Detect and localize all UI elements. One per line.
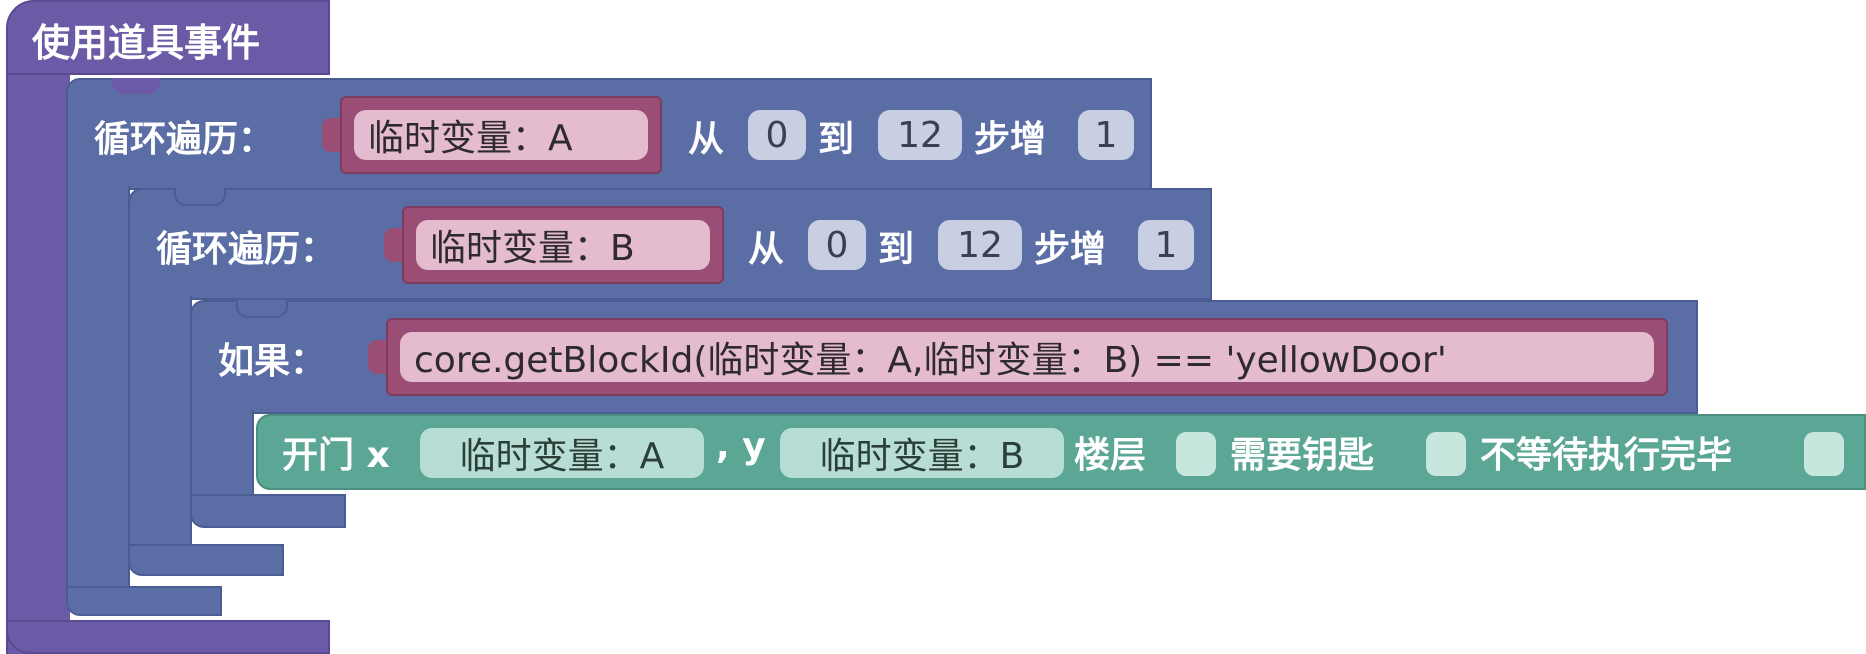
loop-b-from-label: 从: [748, 229, 785, 270]
open-door-y-field[interactable]: 临时变量：B: [780, 428, 1064, 478]
loop-b-arm[interactable]: [128, 296, 192, 544]
loop-a-footer[interactable]: [66, 586, 222, 616]
loop-a-variable-block[interactable]: 临时变量：A: [340, 96, 662, 174]
if-condition-field[interactable]: core.getBlockId(临时变量：A,临时变量：B) == 'yello…: [400, 332, 1654, 382]
loop-a-step-label: 步增: [974, 119, 1047, 160]
loop-a-step-field[interactable]: 1: [1078, 110, 1134, 160]
event-block-footer[interactable]: [6, 620, 330, 654]
loop-a-from-label: 从: [688, 119, 725, 160]
loop-b-from-field[interactable]: 0: [808, 220, 866, 270]
open-door-floor-label: 楼层: [1074, 435, 1147, 476]
loop-b-footer[interactable]: [128, 544, 284, 576]
open-door-x-field[interactable]: 临时变量：A: [420, 428, 704, 478]
loop-b-to-label: 到: [878, 229, 915, 270]
if-condition-block[interactable]: core.getBlockId(临时变量：A,临时变量：B) == 'yello…: [386, 318, 1668, 396]
loop-b-step-field[interactable]: 1: [1138, 220, 1194, 270]
event-block-body[interactable]: [6, 60, 70, 654]
if-block-footer[interactable]: [190, 494, 346, 528]
loop-b-step-label: 步增: [1034, 229, 1107, 270]
loop-b-label: 循环遍历：: [156, 229, 337, 270]
if-label: 如果：: [218, 341, 327, 382]
loop-a-from-field[interactable]: 0: [748, 110, 806, 160]
loop-a-to-field[interactable]: 12: [878, 110, 962, 160]
open-door-label: 开门 x: [282, 435, 390, 476]
open-door-key-checkbox[interactable]: [1426, 432, 1466, 476]
event-block-label: 使用道具事件: [32, 21, 261, 65]
open-door-wait-label: 不等待执行完毕: [1480, 435, 1733, 476]
open-door-wait-checkbox[interactable]: [1804, 432, 1844, 476]
open-door-y-label: , y: [716, 426, 766, 467]
loop-b-variable-field[interactable]: 临时变量：B: [416, 220, 710, 270]
if-block-arm[interactable]: [190, 410, 254, 494]
open-door-floor-checkbox[interactable]: [1176, 432, 1216, 476]
loop-b-to-field[interactable]: 12: [938, 220, 1022, 270]
loop-a-variable-field[interactable]: 临时变量：A: [354, 110, 648, 160]
loop-a-arm[interactable]: [66, 186, 130, 586]
loop-a-label: 循环遍历：: [94, 119, 275, 160]
loop-a-to-label: 到: [818, 119, 855, 160]
open-door-key-label: 需要钥匙: [1230, 435, 1375, 476]
event-block-header[interactable]: [6, 0, 330, 75]
loop-b-variable-block[interactable]: 临时变量：B: [402, 206, 724, 284]
